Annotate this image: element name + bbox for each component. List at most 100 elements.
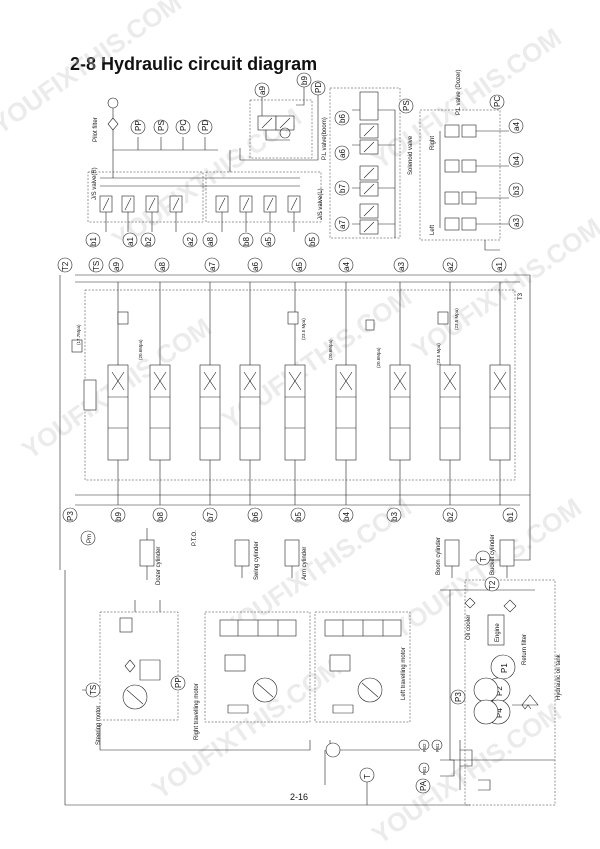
port-pb1: PB1 [435,743,440,752]
valve-port-a4: a4 [342,262,351,271]
pilot-filter-section: Pilot filter PP PS PC PD [93,97,218,151]
port-a6: a6 [338,149,347,158]
js-port-a1: a1 [126,237,135,246]
port-pd-text: PD [201,120,210,131]
port-b4: b4 [512,156,521,165]
js-valve-left-frame [205,171,322,223]
js-port-a5: a5 [264,237,273,246]
right-travelling-motor-label: Right travelling motor [194,683,200,740]
js-valve-left-label: J/S valve(L) [318,188,324,220]
valve-port-b1: b1 [506,512,515,521]
port-pb2: PB2 [422,743,427,752]
js-port-a2: a2 [186,237,195,246]
js-valve-right-label: J/S valve(R) [92,167,98,200]
port-ps-mid: PS [402,100,411,111]
pressure-label-20-6-b: (20.6Mpa) [328,339,333,360]
pilot-port-symbol [107,97,119,109]
pl-valve-boom-label: P.L valve(boom) [322,117,328,160]
valve-port-a8: a8 [158,262,167,271]
pl-valve-dozer: P.L valve (Dozer) Right Left PC a4 b4 b3… [419,70,524,251]
joystick-valves: J/S valve(R) J/S valve(L) b1 a1 b2 a2 a8… [85,150,324,248]
port-a4: a4 [512,122,521,131]
port-a7: a7 [338,220,347,229]
port-pc [175,119,191,135]
pilot-filter-label: Pilot filter [93,117,99,142]
valve-port-b7: b7 [206,512,215,521]
valve-port-ts: TS [92,261,101,271]
valve-spools [107,282,511,505]
pump-tank-section: Hydraulic oil tank Oil cooler Engine Ret… [415,576,562,806]
return-lines: T [64,570,470,806]
pump-p2: P2 [495,686,504,696]
pressure-label-20-6-c: (20.6Mpa) [376,347,381,368]
solenoid-valve-label: Solenoid valve [408,135,414,175]
pressure-label-23-5-b: (23.5 Mpa) [436,343,441,365]
valve-port-a3: a3 [397,262,406,271]
port-pb1-b: PB1 [422,766,427,775]
port-b7: b7 [338,184,347,193]
js-port-b8: b8 [242,237,251,246]
pressure-label-17-7: (17.7Mpa) [76,324,81,345]
port-pd [197,119,213,135]
js-port-b1: b1 [89,237,98,246]
port-b9-text: b9 [300,76,309,85]
js-port-a8: a8 [206,237,215,246]
dozer-cylinder-label: Dozer cylinder [156,547,162,585]
valve-port-b2: b2 [446,512,455,521]
oil-cooler-label: Oil cooler [466,615,472,640]
port-t-lower: T [363,774,372,779]
travelling-motors: Right travelling motor Left travelling m… [194,611,411,740]
valve-port-b8: b8 [156,512,165,521]
page-number: 2-16 [290,792,309,802]
valve-port-b5: b5 [294,512,303,521]
port-b6: b6 [338,114,347,123]
port-pm: Pm [87,534,93,543]
port-a9-text: a9 [258,86,267,95]
boom-cylinder-label: Boom cylinder [436,537,442,575]
steering-motor-label: Steering motor [96,706,102,745]
valve-port-b9: b9 [114,512,123,521]
valve-port-b4: b4 [342,512,351,521]
valve-port-t2: T2 [61,261,70,271]
pto-label: P.T.O. [192,530,198,546]
bucket-cylinder-label: Bucket cylinder [490,534,496,575]
relief-valves [71,311,449,411]
port-pp-text: PP [134,120,143,131]
watermark: YOUFIXTHIS.COM [386,492,587,645]
port-ps [153,119,169,135]
pressure-label-20-6-a: (20.6Mpa) [138,339,143,360]
port-pp-steer: PP [174,677,183,688]
valve-port-a2: a2 [446,262,455,271]
valve-port-a1: a1 [495,262,504,271]
port-t3: T3 [518,292,524,300]
watermark: YOUFIXTHIS.COM [146,652,347,805]
valve-port-b6: b6 [251,512,260,521]
port-p3-pump: P3 [454,692,463,702]
valve-port-a9: a9 [112,262,121,271]
valve-port-a5: a5 [295,262,304,271]
watermark: YOUFIXTHIS.COM [366,22,567,175]
port-pc-text: PC [179,120,188,131]
port-a3: a3 [512,218,521,227]
js-port-b2: b2 [144,237,153,246]
swing-cylinder-label: Swing cylinder [254,541,260,580]
port-b3: b3 [512,186,521,195]
steering-motor-section: TS PP Steering motor [82,600,186,745]
a9-b9-valve-block: a9 b9 PD [239,72,326,161]
port-pp [130,119,146,135]
pl-valve-dozer-label: P.L valve (Dozer) [456,70,462,115]
js-valve-right-frame [87,171,204,223]
port-ps-text: PS [157,120,166,131]
js-port-b5: b5 [308,237,317,246]
port-t2-lower: T2 [488,580,497,590]
left-travelling-motor-label: Left travelling motor [401,647,407,700]
port-ts-steer: TS [89,685,98,695]
page-title: 2-8 Hydraulic circuit diagram [70,54,318,74]
port-pd-right-text: PD [314,82,323,93]
return-filter-label: Return filter [522,634,528,665]
pilot-filter-symbol [107,117,119,131]
port-pc-far: PC [493,96,502,107]
watermark: YOUFIXTHIS.COM [366,697,567,849]
valve-port-p3: P3 [66,511,75,521]
